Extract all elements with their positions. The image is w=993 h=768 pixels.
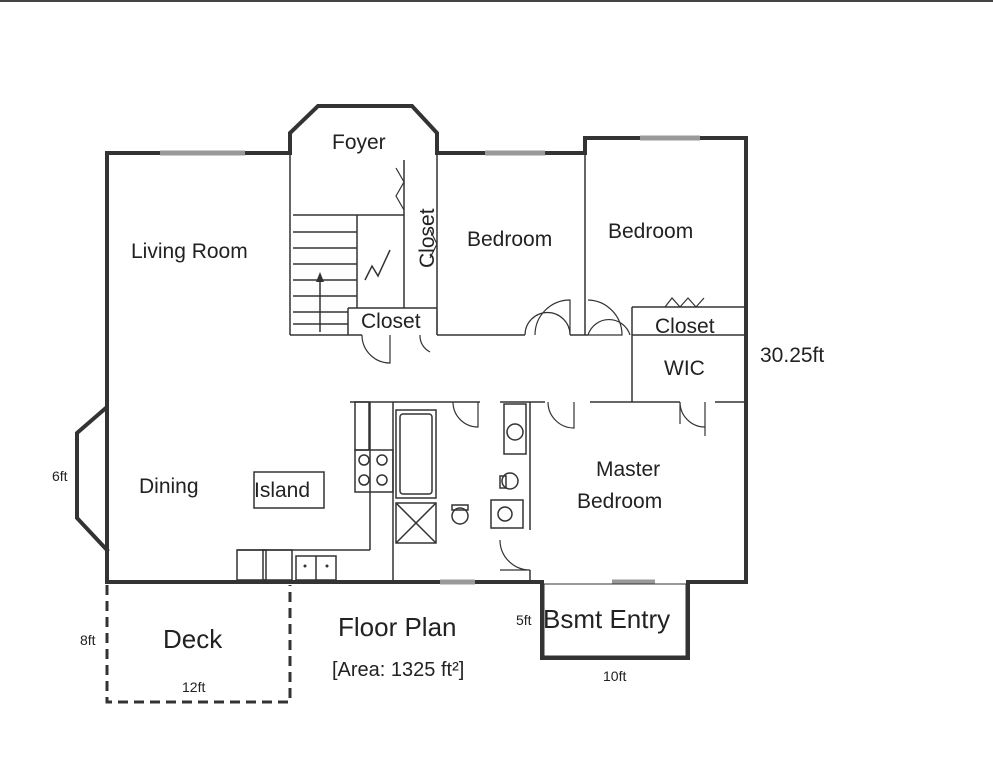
dimension-bsmt-width: 10ft — [603, 668, 626, 684]
bsmt-entry-label: Bsmt Entry — [543, 604, 670, 634]
room-label-bedroom-2: Bedroom — [608, 220, 693, 243]
windows — [160, 135, 700, 585]
doors — [361, 167, 706, 571]
room-label-master-line2: Bedroom — [577, 490, 662, 513]
room-label-master-line1: Master — [596, 458, 660, 481]
room-label-bedroom-1: Bedroom — [467, 228, 552, 251]
dimension-bsmt-depth: 5ft — [516, 612, 532, 628]
kitchen-island — [253, 471, 325, 509]
plan-area: [Area: 1325 ft²] — [332, 659, 464, 681]
closet-label-vertical: Closet — [416, 208, 439, 268]
plan-title: Floor Plan — [338, 612, 457, 642]
dimension-deck-depth: 8ft — [80, 632, 96, 648]
closet-label-stair: Closet — [361, 310, 421, 333]
deck-label: Deck — [163, 624, 223, 654]
interior-walls — [237, 153, 746, 582]
basement-entry-outline — [540, 580, 690, 660]
dimension-deck-width: 12ft — [182, 679, 205, 695]
fixtures — [236, 401, 527, 581]
island-label: Island — [254, 479, 310, 502]
room-label-foyer: Foyer — [332, 131, 386, 154]
dimension-dining-bay: 6ft — [52, 468, 68, 484]
closet-label-bedroom: Closet — [655, 315, 715, 338]
room-label-living-room: Living Room — [131, 240, 248, 263]
room-label-wic: WIC — [664, 357, 705, 380]
staircase — [293, 214, 404, 332]
dimension-height: 30.25ft — [760, 344, 824, 367]
deck-outline — [105, 585, 292, 704]
room-label-dining: Dining — [139, 475, 199, 498]
